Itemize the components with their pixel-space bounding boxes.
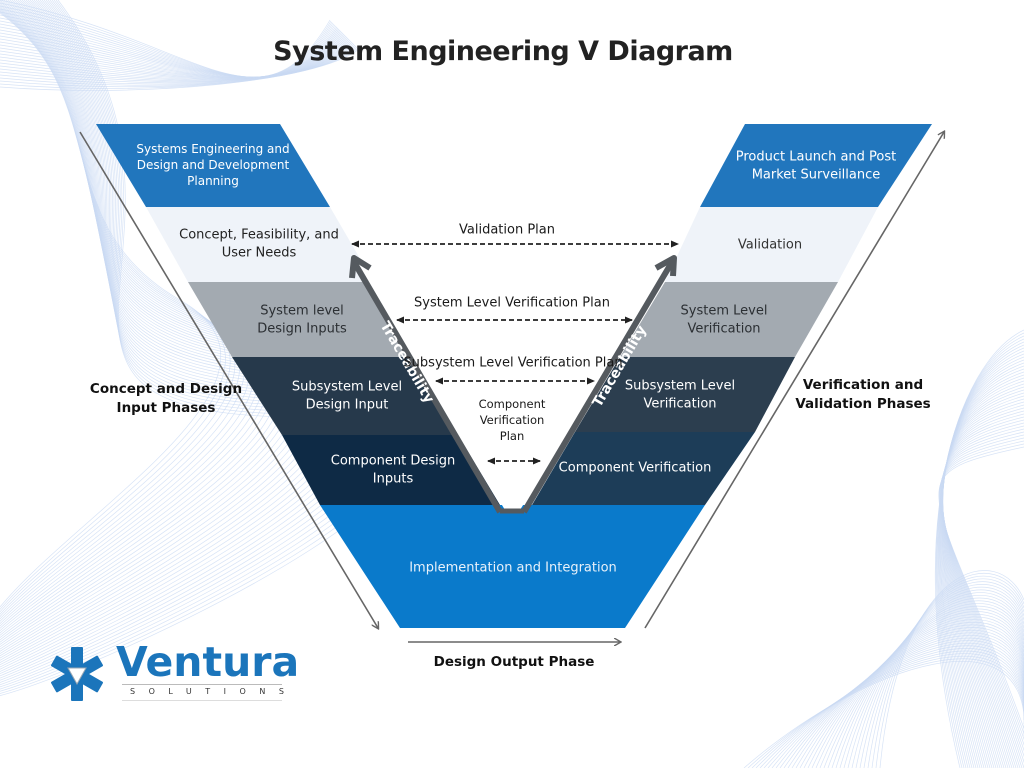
phase-label-left: Concept and Design Input Phases bbox=[89, 381, 243, 416]
logo-divider bbox=[122, 684, 282, 685]
traceability-arrow-left-head bbox=[349, 255, 372, 279]
stage-label-component-verification: Component Verification bbox=[559, 461, 712, 476]
band-validation bbox=[665, 207, 878, 282]
band-system-verification bbox=[620, 282, 838, 357]
logo-tagline: SOLUTIONS bbox=[130, 687, 298, 696]
plan-label-subsystem-verification-plan: Subsystem Level Verification Plan bbox=[403, 356, 622, 371]
wave-top-left-2 bbox=[0, 0, 360, 91]
band-concept bbox=[146, 207, 366, 282]
band-component-verification bbox=[532, 432, 755, 505]
ventura-logo: Ventura SOLUTIONS bbox=[48, 638, 299, 704]
phase-arrow-right bbox=[644, 132, 944, 629]
star-of-life-icon bbox=[50, 647, 104, 701]
stage-label-implementation: Implementation and Integration bbox=[409, 561, 617, 576]
wave-right bbox=[934, 329, 1024, 768]
plan-label-system-verification-plan: System Level Verification Plan bbox=[414, 296, 610, 311]
traceability-arrow-right bbox=[521, 260, 675, 514]
logo-wordmark: Ventura bbox=[116, 638, 300, 686]
band-implementation bbox=[320, 505, 705, 628]
band-subsystem-inputs bbox=[232, 357, 458, 435]
band-system-inputs bbox=[188, 282, 412, 357]
band-planning bbox=[96, 124, 330, 207]
band-launch bbox=[700, 124, 932, 207]
phase-label-bottom: Design Output Phase bbox=[433, 654, 595, 670]
page-title: System Engineering V Diagram bbox=[273, 36, 733, 67]
traceability-arrow-left bbox=[351, 260, 503, 514]
traceability-arrow-right-head bbox=[654, 255, 677, 277]
plan-label-validation-plan: Validation Plan bbox=[459, 223, 555, 238]
band-subsystem-verification bbox=[575, 357, 795, 432]
logo-divider-bottom bbox=[122, 700, 282, 701]
stage-label-validation: Validation bbox=[738, 238, 802, 253]
phase-label-right: Verification and Validation Phases bbox=[795, 377, 931, 412]
phase-arrow-left bbox=[79, 131, 378, 628]
wave-bottom-right bbox=[743, 570, 1024, 768]
band-component-inputs bbox=[282, 435, 500, 505]
